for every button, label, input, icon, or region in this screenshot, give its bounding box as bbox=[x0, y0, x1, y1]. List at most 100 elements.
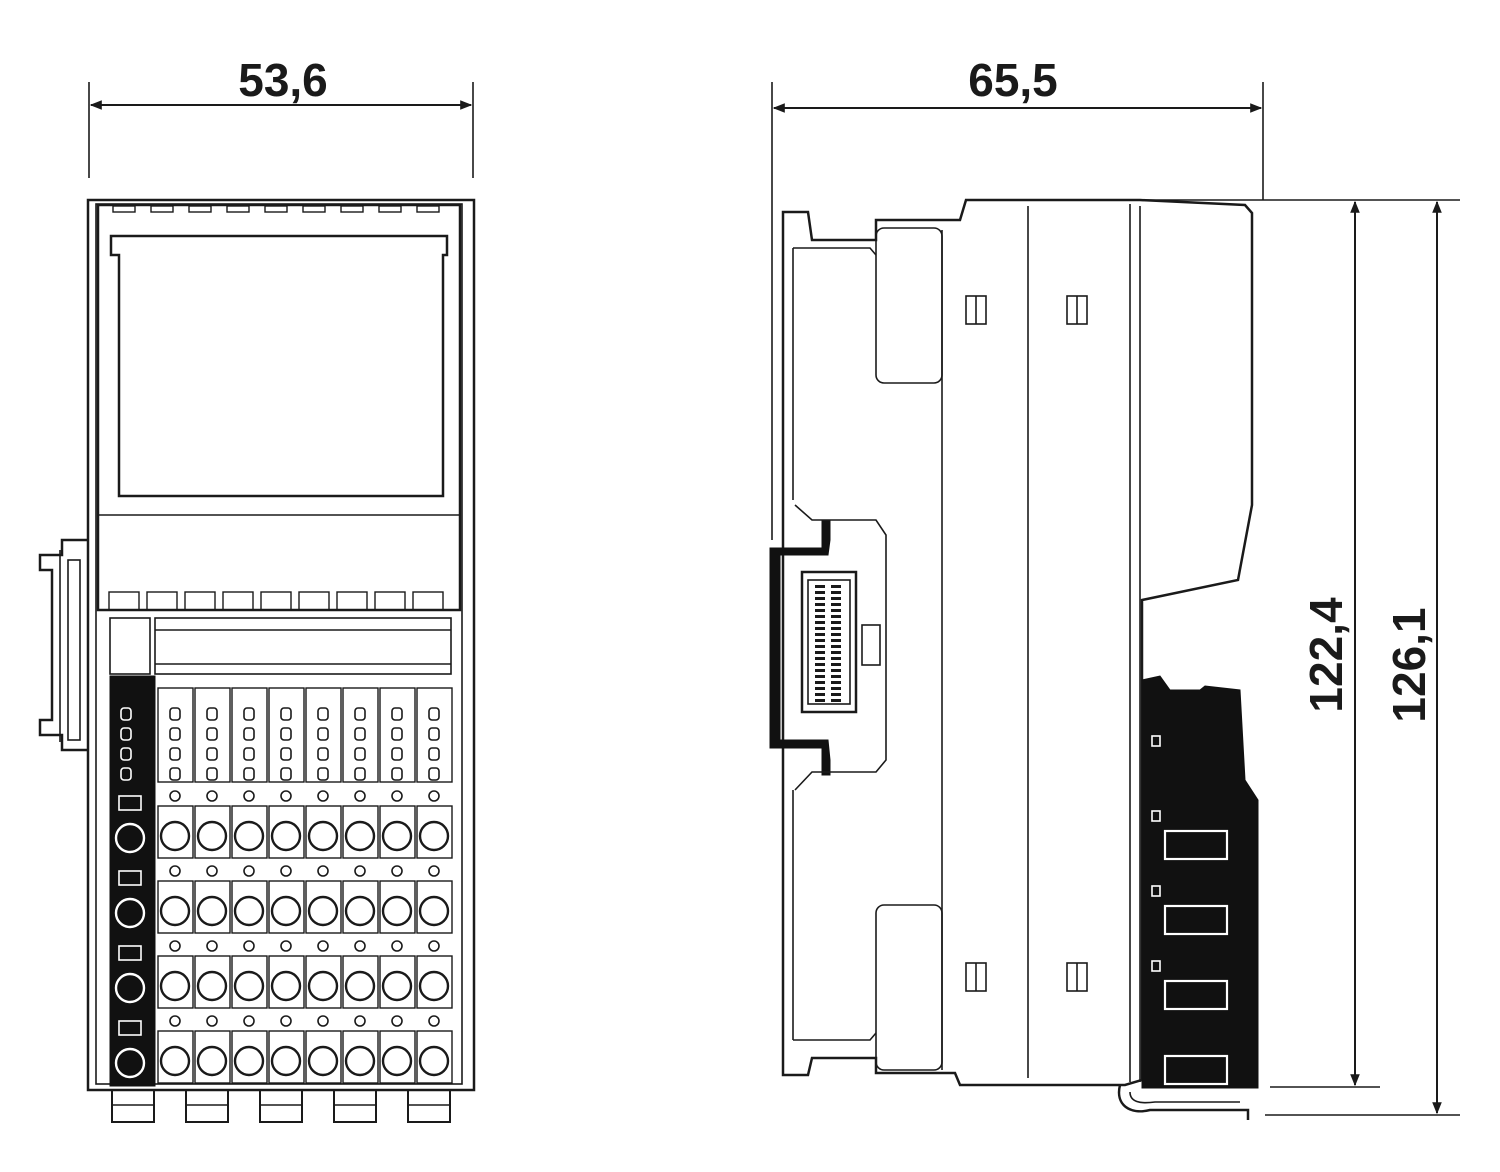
marker-slot bbox=[1151, 735, 1161, 747]
bus-connector bbox=[800, 570, 858, 714]
spring-hook bbox=[1117, 1084, 1250, 1120]
cover-notch bbox=[374, 591, 406, 611]
terminal-opening bbox=[344, 1045, 376, 1077]
led-indicator bbox=[280, 747, 292, 761]
terminal-opening bbox=[114, 1047, 146, 1079]
terminal-opening bbox=[233, 1045, 265, 1077]
terminal-cell bbox=[379, 805, 416, 859]
terminal-cell bbox=[342, 805, 379, 859]
cover-notch bbox=[188, 205, 212, 213]
connector-pin bbox=[815, 699, 825, 702]
led-indicator bbox=[120, 707, 132, 721]
terminal-cell bbox=[305, 805, 342, 859]
connector-pin bbox=[815, 603, 825, 606]
connector-pin bbox=[831, 609, 841, 612]
terminal-cell bbox=[231, 880, 268, 934]
led-indicator bbox=[169, 767, 181, 781]
lower-cover-notches bbox=[108, 591, 444, 611]
led-indicator bbox=[169, 747, 181, 761]
led-indicator bbox=[317, 747, 329, 761]
terminal-cell bbox=[157, 1030, 194, 1084]
connector-pin bbox=[815, 621, 825, 624]
led-slot bbox=[416, 687, 453, 783]
cover-notch bbox=[184, 591, 216, 611]
release-button bbox=[354, 865, 366, 877]
led-indicator bbox=[243, 727, 255, 741]
led-indicator bbox=[280, 727, 292, 741]
terminal-opening bbox=[307, 820, 339, 852]
terminal-opening bbox=[233, 970, 265, 1002]
led-indicator bbox=[206, 727, 218, 741]
release-button bbox=[428, 865, 440, 877]
connector-pin bbox=[831, 639, 841, 642]
wire-entry bbox=[1163, 829, 1229, 861]
led-indicators bbox=[120, 707, 132, 781]
led-indicator bbox=[317, 767, 329, 781]
terminal-cell bbox=[231, 805, 268, 859]
connector-pin bbox=[815, 663, 825, 666]
release-button bbox=[169, 865, 181, 877]
terminal-cell bbox=[342, 1030, 379, 1084]
cover-notch bbox=[416, 205, 440, 213]
dimension-label-inner-height: 122,4 bbox=[1300, 597, 1352, 713]
connector-pin bbox=[831, 597, 841, 600]
terminal-cell bbox=[194, 1030, 231, 1084]
terminal-cell bbox=[157, 805, 194, 859]
cover-notch bbox=[146, 591, 178, 611]
led-indicator bbox=[243, 707, 255, 721]
connector-pin bbox=[815, 645, 825, 648]
terminal-cell bbox=[379, 955, 416, 1009]
release-button bbox=[280, 1015, 292, 1027]
release-button bbox=[391, 865, 403, 877]
release-button bbox=[391, 1015, 403, 1027]
release-button bbox=[317, 865, 329, 877]
connector-pin bbox=[815, 687, 825, 690]
side-view-module bbox=[769, 198, 1259, 1120]
connector-pin bbox=[815, 681, 825, 684]
terminal-cell bbox=[157, 880, 194, 934]
dimension-label-total-height: 126,1 bbox=[1383, 607, 1435, 722]
cover-notch bbox=[412, 591, 444, 611]
terminal-opening bbox=[270, 1045, 302, 1077]
terminal-opening bbox=[381, 895, 413, 927]
connector-pin bbox=[815, 693, 825, 696]
terminal-opening bbox=[196, 1045, 228, 1077]
terminal-opening bbox=[307, 895, 339, 927]
led-indicator bbox=[391, 707, 403, 721]
led-indicator bbox=[354, 767, 366, 781]
connector-pin bbox=[831, 633, 841, 636]
terminal-grid bbox=[114, 790, 453, 1084]
cover-notch bbox=[264, 205, 288, 213]
release-button bbox=[243, 940, 255, 952]
led-indicator bbox=[354, 707, 366, 721]
release-button bbox=[169, 940, 181, 952]
led-indicator bbox=[169, 707, 181, 721]
terminal-opening bbox=[196, 970, 228, 1002]
release-button bbox=[354, 940, 366, 952]
release-button bbox=[206, 940, 218, 952]
terminal-opening bbox=[196, 895, 228, 927]
push-button bbox=[118, 945, 142, 961]
cover-notch bbox=[260, 591, 292, 611]
connector-pin bbox=[831, 627, 841, 630]
led-indicator bbox=[354, 727, 366, 741]
terminal-opening bbox=[233, 895, 265, 927]
cover-notch bbox=[302, 205, 326, 213]
connector-pin bbox=[815, 651, 825, 654]
terminal-opening bbox=[381, 1045, 413, 1077]
cover-notch bbox=[112, 205, 136, 213]
connector-pin bbox=[831, 681, 841, 684]
terminal-opening bbox=[381, 970, 413, 1002]
terminal-cell bbox=[231, 955, 268, 1009]
release-button bbox=[206, 1015, 218, 1027]
terminal-cell bbox=[342, 880, 379, 934]
terminal-opening bbox=[270, 820, 302, 852]
terminal-opening bbox=[159, 895, 191, 927]
terminal-opening bbox=[418, 1045, 450, 1077]
terminal-opening bbox=[114, 972, 146, 1004]
release-button bbox=[280, 940, 292, 952]
led-slot bbox=[305, 687, 342, 783]
release-button bbox=[317, 1015, 329, 1027]
connector-pin bbox=[831, 591, 841, 594]
